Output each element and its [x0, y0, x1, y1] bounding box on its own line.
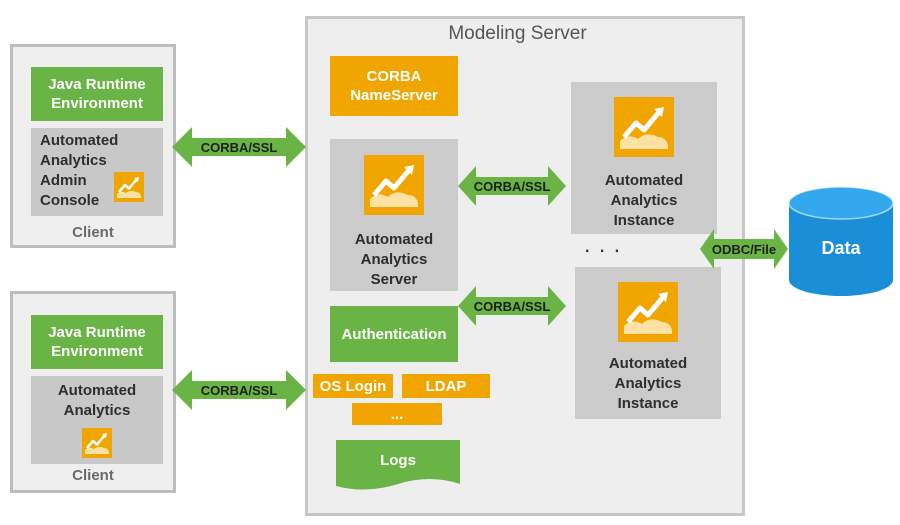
analytics-server-line-3: Server [370, 271, 418, 288]
logs-document-shape [336, 440, 460, 490]
instance2-line-3: Instance [617, 395, 679, 412]
instance1-line-3: Instance [613, 212, 675, 229]
admin-console-line-3: Admin [40, 172, 87, 189]
arrow-label-client1-server: CORBA/SSL [200, 140, 278, 155]
auth-more-label: ... [390, 405, 404, 423]
arrow-server-instance1 [458, 166, 566, 206]
instance2-line-2: Analytics [614, 375, 682, 392]
client-label-2: Client [72, 467, 114, 484]
analytics-chart-icon [364, 155, 424, 215]
analytics-chart-icon [614, 97, 674, 157]
arrow-label-auth-instance2: CORBA/SSL [473, 299, 551, 314]
automated-analytics-client-box: Automated Analytics [31, 376, 163, 464]
arrow-label-instance-data: ODBC/File [711, 242, 777, 257]
arrow-client2-server [172, 370, 306, 410]
instance2-line-1: Automated [608, 355, 688, 372]
instance1-line-1: Automated [604, 172, 684, 189]
arrow-instance-data [700, 229, 788, 269]
analytics-chart-icon [618, 282, 678, 342]
arrow-client1-server [172, 127, 306, 167]
analytics-instance-box-1: Automated Analytics Instance [571, 82, 717, 234]
authentication-label: Authentication [341, 325, 447, 343]
jre-box-1: Java Runtime Environment [31, 67, 163, 121]
database-cylinder-icon [788, 186, 894, 296]
admin-console-line-4: Console [40, 192, 100, 209]
analytics-chart-icon [114, 172, 144, 202]
admin-console-line-1: Automated [40, 132, 119, 149]
admin-console-line-2: Analytics [40, 152, 107, 169]
corba-nameserver-label: CORBA NameServer [350, 68, 438, 104]
os-login-box: OS Login [313, 374, 393, 398]
corba-nameserver-box: CORBA NameServer [330, 56, 458, 116]
admin-console-box: Automated Analytics Admin Console [31, 128, 163, 216]
analytics-server-line-2: Analytics [360, 251, 428, 268]
client-label-1: Client [72, 224, 114, 241]
logs-label: Logs [380, 452, 416, 469]
jre-label-1: Java Runtime Environment [48, 76, 146, 112]
arrow-auth-instance2 [458, 286, 566, 326]
data-label: Data [821, 238, 861, 258]
ldap-label: LDAP [425, 377, 467, 395]
os-login-label: OS Login [319, 377, 387, 395]
client-app-line-2: Analytics [63, 402, 131, 419]
auth-more-box: ... [352, 403, 442, 425]
analytics-instance-box-2: Automated Analytics Instance [575, 267, 721, 419]
analytics-server-line-1: Automated [354, 231, 434, 248]
arrow-label-client2-server: CORBA/SSL [200, 383, 278, 398]
analytics-chart-icon [82, 428, 112, 458]
jre-box-2: Java Runtime Environment [31, 315, 163, 369]
authentication-box: Authentication [330, 306, 458, 362]
instance1-line-2: Analytics [610, 192, 678, 209]
instances-ellipsis: . . . [585, 239, 623, 256]
modeling-server-title: Modeling Server [448, 23, 587, 44]
client-app-line-1: Automated [57, 382, 137, 399]
arrow-label-server-instance1: CORBA/SSL [473, 179, 551, 194]
jre-label-2: Java Runtime Environment [48, 324, 146, 360]
ldap-box: LDAP [402, 374, 490, 398]
analytics-server-box: Automated Analytics Server [330, 139, 458, 291]
